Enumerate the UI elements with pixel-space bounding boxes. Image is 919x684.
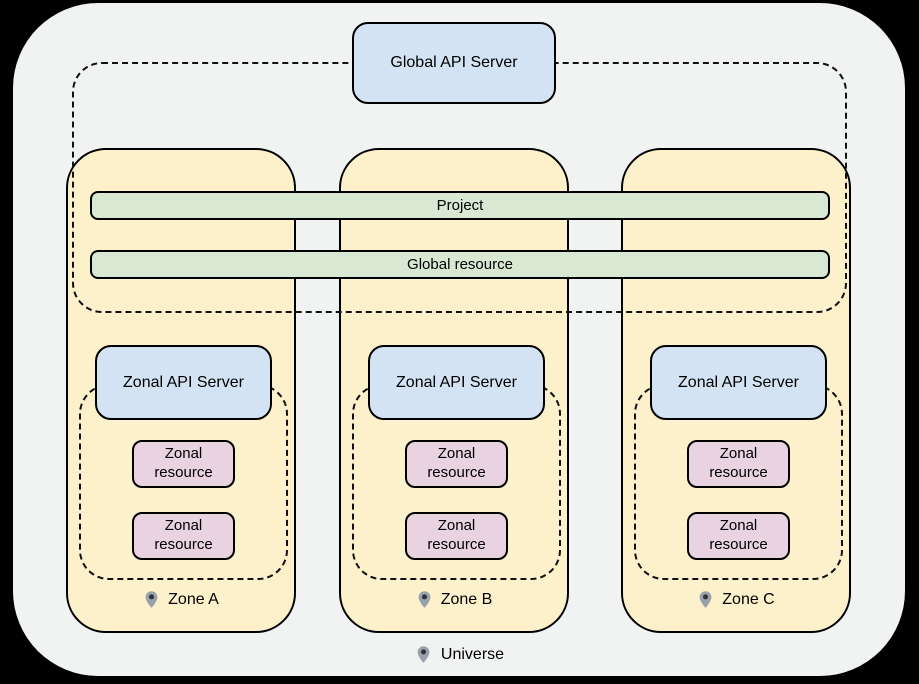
zonal-resource-label: Zonal resource: [427, 517, 486, 553]
zone-name: Zone B: [440, 590, 493, 608]
location-pin-icon: [417, 646, 430, 663]
zonal-resource-label: Zonal resource: [154, 517, 213, 553]
universe-name: Universe: [440, 645, 505, 663]
zonal-api-server-label: Zonal API Server: [396, 373, 517, 391]
zone-b-zonal-resource-2: Zonal resource: [405, 512, 508, 560]
zonal-api-server-label: Zonal API Server: [123, 373, 244, 391]
zone-b-container: Zonal API Server Zonal resource Zonal re…: [339, 148, 569, 633]
zone-a-zonal-resource-1: Zonal resource: [132, 440, 235, 488]
project-bar: Project: [90, 191, 830, 220]
zone-c-zonal-resource-2: Zonal resource: [687, 512, 790, 560]
zone-a-zonal-api-server: Zonal API Server: [95, 345, 272, 420]
zone-c-zonal-api-server: Zonal API Server: [650, 345, 827, 420]
zone-c-container: Zonal API Server Zonal resource Zonal re…: [621, 148, 851, 633]
zonal-resource-label: Zonal resource: [154, 445, 213, 481]
zone-name: Zone C: [722, 590, 775, 608]
location-pin-icon: [145, 591, 158, 608]
global-api-server-label: Global API Server: [390, 54, 518, 71]
global-api-server-box: Global API Server: [352, 22, 556, 104]
zonal-api-server-label: Zonal API Server: [678, 373, 799, 391]
zone-c-label: Zone C: [623, 590, 849, 609]
zone-a-container: Zonal API Server Zonal resource Zonal re…: [66, 148, 296, 633]
location-pin-icon: [418, 591, 431, 608]
zone-b-zonal-api-server: Zonal API Server: [368, 345, 545, 420]
universe-label: Universe: [0, 645, 919, 664]
zonal-resource-label: Zonal resource: [427, 445, 486, 481]
zone-a-zonal-resource-2: Zonal resource: [132, 512, 235, 560]
zone-b-zonal-resource-1: Zonal resource: [405, 440, 508, 488]
zone-name: Zone A: [168, 590, 219, 608]
zone-b-label: Zone B: [341, 590, 567, 609]
location-pin-icon: [699, 591, 712, 608]
zonal-resource-label: Zonal resource: [709, 445, 768, 481]
global-resource-bar-label: Global resource: [407, 256, 513, 273]
project-bar-label: Project: [436, 197, 484, 214]
global-resource-bar: Global resource: [90, 250, 830, 279]
zonal-resource-label: Zonal resource: [709, 517, 768, 553]
zone-a-label: Zone A: [68, 590, 294, 609]
zone-c-zonal-resource-1: Zonal resource: [687, 440, 790, 488]
